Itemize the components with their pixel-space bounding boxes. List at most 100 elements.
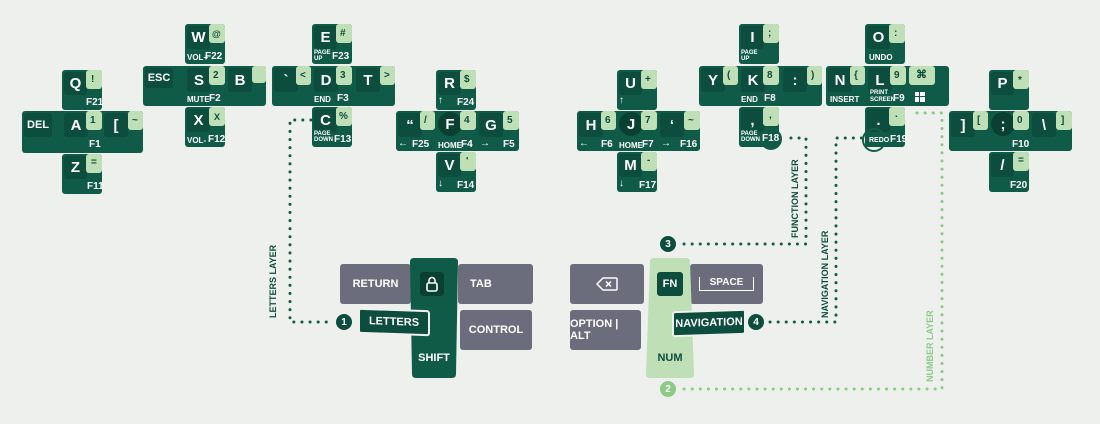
key-k-label: END [741,95,758,104]
key-l-sub: 9 [894,70,900,81]
key-semicolon-fn: F10 [1012,139,1030,150]
key-e-sub-bg: # [336,24,352,43]
key-backslash-sub: ] [1061,115,1065,126]
key-dot-main: . [867,109,890,132]
key-del[interactable]: DEL [24,113,52,137]
key-rbracket[interactable]: ] [951,113,975,137]
thumb-num-label: NUM [657,352,683,364]
number-layer-label: NUMBER LAYER [925,310,935,382]
key-v-sub-bg: ' [460,152,476,171]
key-w-sub-bg: @ [209,24,225,43]
key-a-fn: F1 [89,139,101,150]
caps-lock-icon[interactable] [420,272,444,296]
thumb-control-key[interactable]: CONTROL [460,310,532,350]
key-semicolon-sub: 0 [1017,115,1023,126]
key-g-sub-bg: 5 [503,111,519,130]
key-c-sub-bg: % [336,107,352,126]
key-m-main: M [619,154,642,177]
key-w[interactable]: W [185,24,225,64]
key-h-arrow: ← [579,138,589,149]
key-j-label: HOME [619,141,643,150]
thumb-return-key[interactable]: RETURN [340,264,411,304]
key-e-fn: F23 [332,51,350,62]
thumb-navigation-key[interactable]: NAVIGATION [672,308,746,338]
key-j-fn: F7 [642,139,654,150]
key-y[interactable]: Y [701,68,725,92]
key-quote[interactable]: “ [398,113,422,137]
key-h-sub-bg: 6 [601,111,616,130]
key-f[interactable]: F [438,112,462,136]
key-d-sub-bg: 3 [336,66,352,85]
key-k[interactable]: K [741,68,765,92]
key-d-sub: 3 [340,70,346,81]
key-rbracket-sub-bg: [ [973,111,988,130]
thumb-letters-key[interactable]: LETTERS [358,307,430,337]
key-apos-fn: F16 [680,139,698,150]
key-u-sub-bg: + [641,70,657,89]
thumb-space-key[interactable]: SPACE [690,264,763,304]
key-rbracket-sub: [ [977,115,981,126]
key-r-fn: F24 [457,97,475,108]
key-j[interactable]: J [619,112,643,136]
key-bracket[interactable]: [ [104,113,128,137]
key-a[interactable]: A [64,113,88,137]
key-colon[interactable]: : [783,68,807,92]
key-s[interactable]: S [187,68,211,92]
key-u[interactable]: U [617,70,657,110]
key-apos-arrow: → [661,138,671,149]
key-o-label: UNDO [869,53,893,62]
key-slash-sub-bg: = [1013,152,1029,171]
key-slash-main: / [991,154,1014,177]
key-f-sub-bg: 4 [460,111,476,130]
key-apos[interactable]: ‘ [660,113,684,137]
key-semicolon[interactable]: ; [991,112,1015,136]
key-i-sub-bg: ; [763,24,779,43]
key-t[interactable]: T [356,68,380,92]
key-quote-arrow: ← [398,138,408,149]
navigation-layer-label: NAVIGATION LAYER [820,230,830,318]
key-u-sub: + [645,74,651,85]
windows-icon [915,89,925,102]
thumb-option-alt-key[interactable]: OPTION | ALT [570,310,641,350]
key-g-fn: F5 [503,139,515,150]
thumb-space-label: SPACE [698,277,755,291]
key-q-sub: ! [91,74,95,85]
letters-layer-line [288,118,334,324]
key-e-sub: # [340,28,346,39]
thumb-backspace-key[interactable] [570,264,644,304]
key-dot-fn: F19 [890,134,908,145]
key-apos-sub-bg: ~ [684,111,700,130]
key-s-label: MUTE [187,95,210,104]
key-v-main: V [438,154,461,177]
key-q-fn: F21 [86,97,104,108]
key-f-fn: F4 [461,139,473,150]
key-n[interactable]: N [828,68,852,92]
key-comma-fn-highlight [760,128,782,150]
key-comma-main: , [741,109,764,132]
key-backtick[interactable]: ` [274,68,298,92]
letters-layer-label: LETTERS LAYER [268,244,278,318]
key-g-sub: 5 [507,115,513,126]
key-backslash-sub-bg: ] [1056,111,1072,130]
key-o-sub-bg: : [889,24,905,43]
key-h[interactable]: H [579,113,603,137]
badge-4: 4 [748,314,764,330]
key-c-sub: % [339,111,348,122]
key-c-main: C [314,109,337,132]
key-u-arrow: ↑ [619,95,624,106]
thumb-fn-key[interactable]: FN [657,272,683,296]
backspace-icon [596,277,618,291]
key-d[interactable]: D [314,68,338,92]
key-g[interactable]: G [479,113,503,137]
thumb-tab-key[interactable]: TAB [458,264,533,304]
key-e[interactable]: E [312,24,352,64]
key-b[interactable]: B [228,68,252,92]
key-y-sub: ( [727,70,731,81]
key-n-sub: { [854,70,858,81]
key-l[interactable]: L [868,68,892,92]
key-backslash[interactable]: \ [1032,113,1056,137]
key-esc[interactable]: ESC [145,68,173,88]
key-slash-sub: = [1018,155,1024,166]
key-q-sub-bg: ! [86,70,102,89]
